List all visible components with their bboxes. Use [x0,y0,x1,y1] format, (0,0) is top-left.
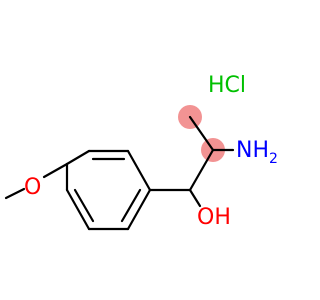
bond-oxygen-ring [42,162,69,179]
bond-ring-double-right [120,188,142,223]
bond-ring-1 [65,149,91,166]
salt-label: HCl [208,73,246,98]
bond-ring-6 [65,188,91,231]
hydroxyl-label: OH [197,205,231,230]
amine-label-subscript: 2 [269,151,278,167]
bond-ring-double-left [73,188,95,223]
bond-carbon-hydroxyl [188,188,202,208]
bond-alpha-methyl [188,115,215,152]
amine-label-main: NH [236,138,269,163]
ether-oxygen-label: O [24,175,41,200]
molecule-structure: O OH NH2 HCl [4,73,278,231]
bond-methyl-oxygen [4,187,26,200]
amine-label: NH2 [236,138,278,167]
bond-lines [4,115,235,231]
bond-benzylic-alpha [188,148,215,192]
bond-ring-3 [126,149,152,192]
bond-ring-4 [126,188,152,231]
